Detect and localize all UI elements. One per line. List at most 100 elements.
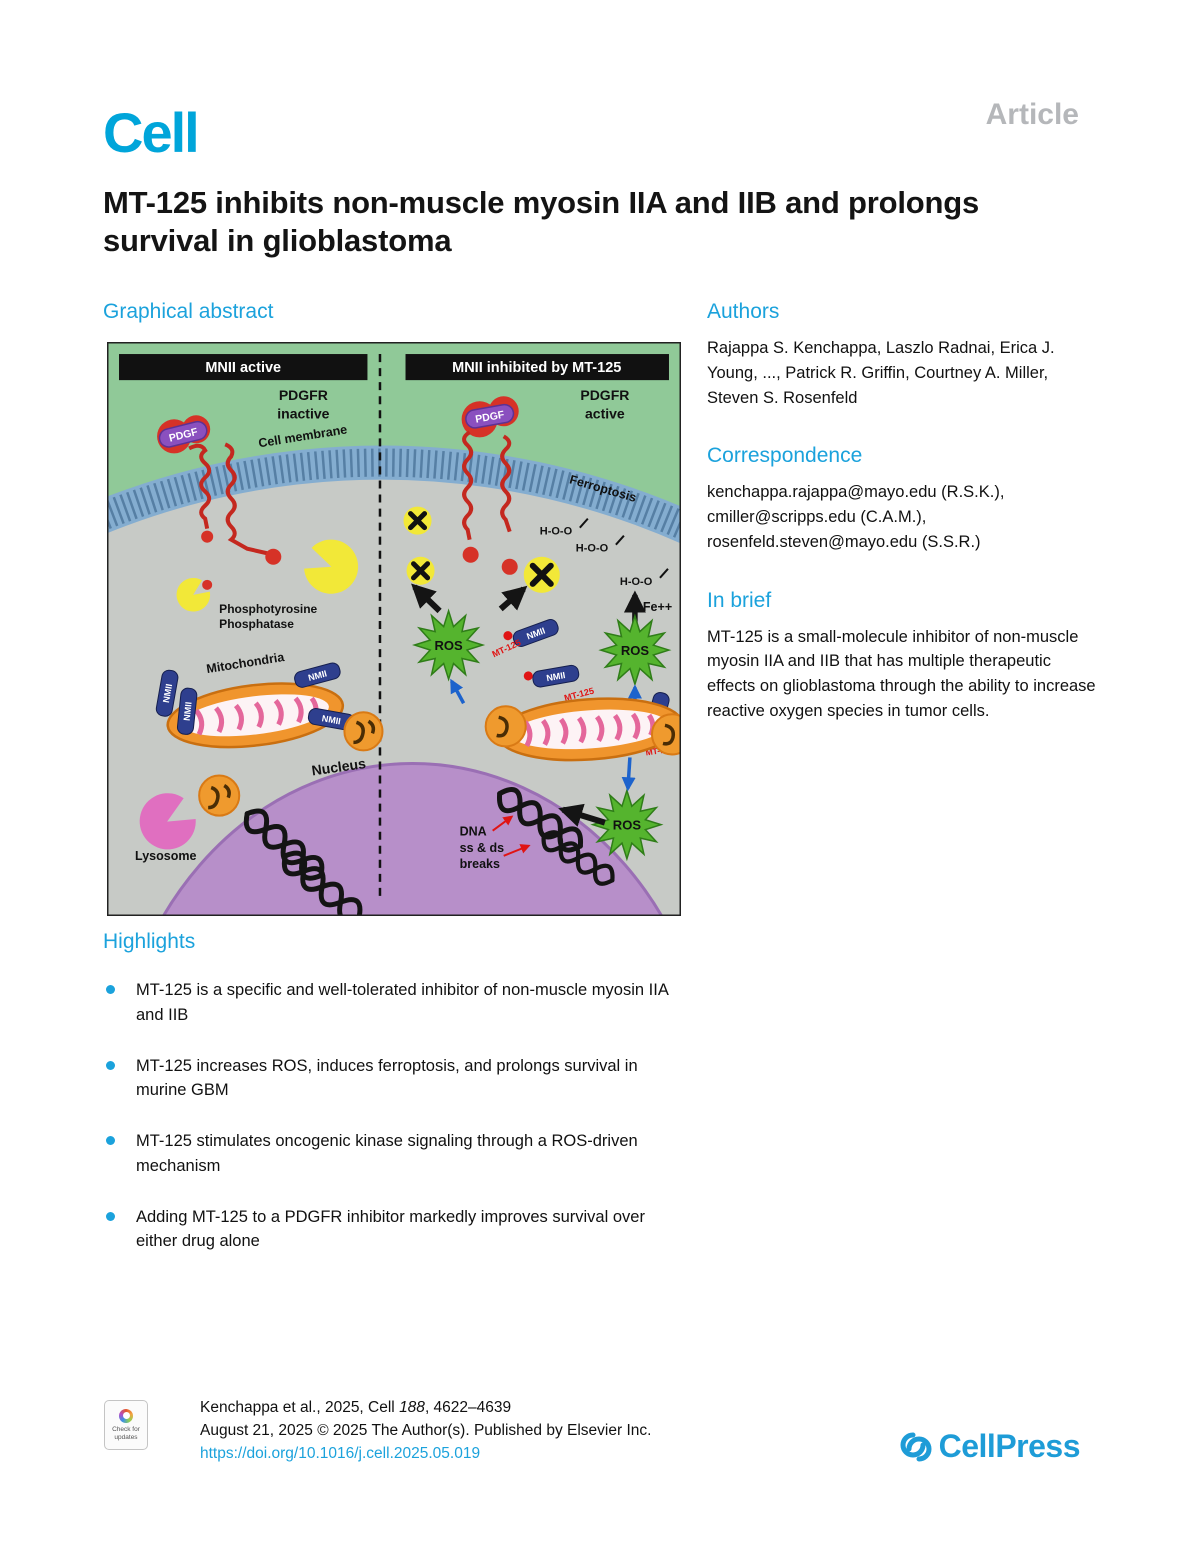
organelle-blob xyxy=(650,713,681,756)
nmii-tag-mt125: NMII xyxy=(503,619,559,647)
mitochondrion-left xyxy=(166,682,345,749)
cellpress-logo: CellPress xyxy=(900,1428,1081,1465)
highlight-text: MT-125 increases ROS, induces ferroptosi… xyxy=(136,1056,638,1100)
receptor-ball xyxy=(462,546,479,563)
blocked-phosphatase xyxy=(403,506,432,535)
pdgfr-active-label2: active xyxy=(585,405,625,421)
pdgfr-receptor-left xyxy=(188,442,270,556)
in-brief-heading: In brief xyxy=(707,588,772,612)
left-panel-title: MNII active xyxy=(205,360,281,376)
phospho-dot xyxy=(202,579,213,590)
in-brief-text: MT-125 is a small-molecule inhibitor of … xyxy=(707,627,1096,720)
cell-body xyxy=(107,445,681,916)
receptor-ball xyxy=(201,530,214,543)
blocked-phosphatase xyxy=(523,556,560,593)
phosphotyrosine-label: Phosphotyrosine xyxy=(219,602,317,616)
highlight-text: MT-125 stimulates oncogenic kinase signa… xyxy=(136,1132,638,1175)
pdgf-ligand-right: PDGF xyxy=(461,396,519,438)
dna-break-pointer xyxy=(492,815,514,832)
correspondence-heading: Correspondence xyxy=(707,444,863,468)
lysosome-label: Lysosome xyxy=(135,849,196,863)
nucleus-label: Nucleus xyxy=(311,755,367,778)
nmii-tag: NMII xyxy=(155,669,179,717)
ros-label: ROS xyxy=(621,643,649,658)
lysosome-shape xyxy=(139,793,196,850)
citation-pages: , 4622–4639 xyxy=(424,1399,512,1416)
page-title: MT-125 inhibits non-muscle myosin IIA an… xyxy=(103,185,980,259)
right-panel: PDGFR active PDGF xyxy=(403,387,681,888)
nmii-label: NMII xyxy=(161,683,174,703)
highlights-heading: Highlights xyxy=(103,930,196,953)
hoo-label: H-O-O xyxy=(540,526,573,538)
publication-line: August 21, 2025 © 2025 The Author(s). Pu… xyxy=(200,1421,652,1439)
pdgfr-active-label: PDGFR xyxy=(580,387,629,403)
organelle-blob xyxy=(343,711,384,752)
ros-burst: ROS xyxy=(412,608,486,682)
pdgfr-receptor-right xyxy=(462,430,512,541)
update-badge-icon-center xyxy=(122,1412,130,1420)
update-badge-icon xyxy=(119,1408,133,1423)
highlight-item: MT-125 is a specific and well-tolerated … xyxy=(103,978,687,1028)
ros-label: ROS xyxy=(434,638,462,653)
ros-burst: ROS xyxy=(598,613,672,687)
dna-breaks-label3: breaks xyxy=(460,857,500,871)
bullet-icon xyxy=(106,985,115,994)
cellpress-icon xyxy=(900,1432,932,1461)
arrow-to-receptor xyxy=(411,583,442,614)
pdgfr-inactive-label: PDGFR xyxy=(279,387,328,403)
hoo-tick xyxy=(615,535,625,546)
ros-to-dna-arrow xyxy=(558,803,606,827)
citation-line: Kenchappa et al., 2025, Cell 188, 4622–4… xyxy=(200,1397,651,1420)
cell-journal-logo: Cell xyxy=(103,101,200,164)
nmii-label: NMII xyxy=(546,670,566,683)
dna-breaks-label2: ss & ds xyxy=(460,841,505,855)
hoo-label: H-O-O xyxy=(576,543,609,555)
graphical-abstract-heading: Graphical abstract xyxy=(103,300,274,323)
phosphatase-label: Phosphatase xyxy=(219,617,294,631)
nmii-label: NMII xyxy=(182,701,194,721)
bullet-icon xyxy=(106,1060,115,1070)
highlight-text: Adding MT-125 to a PDGFR inhibitor marke… xyxy=(136,1207,645,1251)
receptor-ball xyxy=(265,548,282,565)
hoo-tick xyxy=(579,517,589,529)
ros-label: ROS xyxy=(613,818,641,833)
right-panel-header: MNII inhibited by MT-125 xyxy=(405,354,669,381)
highlight-item: MT-125 stimulates oncogenic kinase signa… xyxy=(103,1129,687,1179)
organelle-blob xyxy=(198,774,241,817)
bullet-icon xyxy=(106,1136,115,1145)
article-type-label: Article xyxy=(985,98,1079,131)
hoo-tick xyxy=(659,568,669,579)
right-column: Authors Rajappa S. Kenchappa, Laszlo Rad… xyxy=(707,300,1099,724)
bullet-icon xyxy=(106,1211,115,1221)
phosphatase-pacman-large xyxy=(304,539,359,594)
mitochondrion-right xyxy=(496,697,681,762)
ros-burst: ROS xyxy=(590,788,664,862)
authors-heading: Authors xyxy=(707,300,780,323)
arrow-to-phosphatase xyxy=(498,585,528,612)
receptor-ball xyxy=(501,558,518,575)
nmii-tag: NMII xyxy=(294,662,341,688)
ros-signal-arrow xyxy=(621,757,636,792)
highlight-text: MT-125 is a specific and well-tolerated … xyxy=(136,981,668,1024)
nmii-tag-mt125: NMII xyxy=(523,664,580,688)
highlights-section: Highlights MT-125 is a specific and well… xyxy=(103,930,687,1280)
nmii-label: NMII xyxy=(321,713,341,726)
right-panel-title: MNII inhibited by MT-125 xyxy=(452,360,621,376)
fe-label: Fe++ xyxy=(643,600,672,614)
graphical-abstract-svg: MNII active MNII inhibited by MT-125 PDG… xyxy=(107,342,681,916)
citation-volume: 188 xyxy=(399,1399,425,1416)
left-panel-header: MNII active xyxy=(119,354,368,381)
ros-signal-arrow xyxy=(450,678,466,705)
check-for-updates-badge[interactable]: Check for updates xyxy=(104,1400,148,1450)
highlight-item: Adding MT-125 to a PDGFR inhibitor marke… xyxy=(103,1205,687,1255)
left-panel: PDGFR inactive Cell membrane PDGF xyxy=(135,387,384,916)
phosphatase-pacman-small xyxy=(176,577,211,612)
pdgf-ligand-left: PDGF xyxy=(157,415,211,454)
organelle-blob xyxy=(484,705,527,748)
doi-link[interactable]: https://doi.org/10.1016/j.cell.2025.05.0… xyxy=(200,1444,481,1462)
pdgfr-inactive-label2: inactive xyxy=(277,405,329,421)
authors-text: Rajappa S. Kenchappa, Laszlo Radnai, Eri… xyxy=(707,339,1055,407)
blocked-phosphatase xyxy=(406,556,435,585)
update-badge-label: Check for updates xyxy=(112,1425,140,1441)
